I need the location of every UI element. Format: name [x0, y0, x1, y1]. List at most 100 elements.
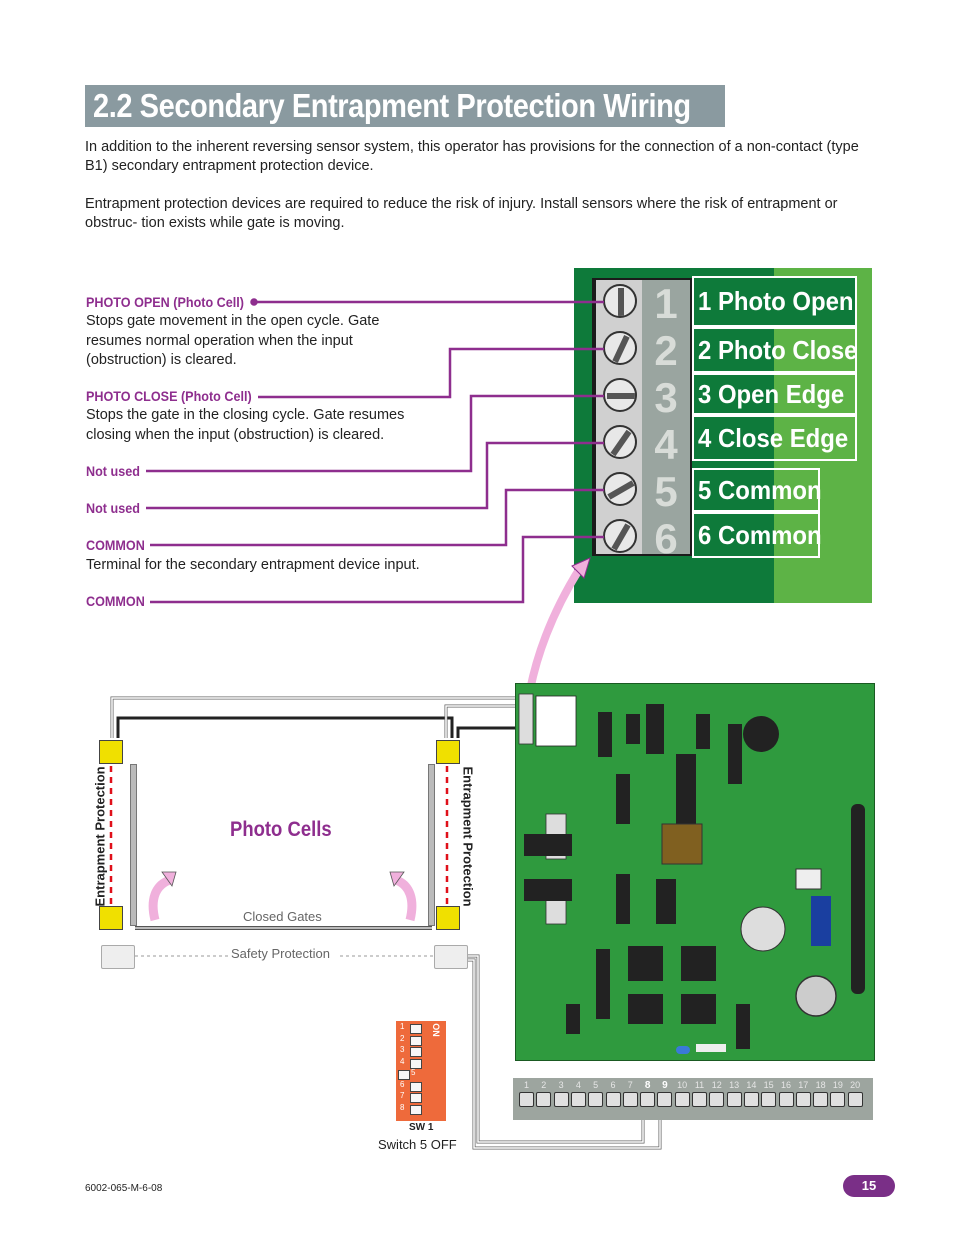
terminal-screw-strip [596, 280, 642, 554]
callout-photo-open-title: PHOTO OPEN (Photo Cell) [86, 294, 244, 310]
terminal-number-1: 1 [654, 280, 678, 327]
strip-terminal-11 [692, 1092, 707, 1107]
strip-number-4: 4 [575, 1080, 581, 1090]
document-code: 6002-065-M-6-08 [85, 1183, 163, 1194]
strip-terminal-18 [813, 1092, 829, 1107]
strip-number-3: 3 [558, 1080, 564, 1090]
terminal-number-3: 3 [654, 374, 678, 421]
strip-terminal-3 [553, 1092, 569, 1107]
dip-switch-key-4 [410, 1058, 422, 1069]
terminal-label-3: 3 Open Edge [692, 373, 857, 415]
callout-common-5-desc: Terminal for the secondary entrapment de… [86, 557, 420, 573]
strip-number-14: 14 [746, 1080, 757, 1090]
safety-sensor-right [434, 945, 468, 969]
strip-terminal-7 [622, 1092, 638, 1107]
photo-cell-left-bottom [99, 906, 123, 930]
callout-not-used-4: Not used [86, 500, 140, 516]
strip-number-10: 10 [677, 1080, 688, 1090]
strip-terminal-16 [778, 1092, 794, 1107]
safety-protection-label: Safety Protection [231, 946, 330, 961]
callout-common-5-title: COMMON [86, 537, 145, 553]
dip-switch-number-7: 7 [400, 1091, 405, 1100]
entrapment-protection-label-right: Entrapment Protection [460, 766, 476, 907]
strip-number-7: 7 [627, 1080, 633, 1090]
switch-note: Switch 5 OFF [378, 1137, 457, 1152]
terminal-screw-6-icon [603, 519, 637, 553]
terminal-label-5: 5 Common [692, 468, 822, 512]
dip-switch-key-1 [410, 1024, 422, 1034]
terminal-number-5: 5 [654, 468, 678, 515]
strip-terminal-14 [743, 1092, 759, 1107]
intro-paragraph-1: In addition to the inherent reversing se… [85, 139, 859, 174]
strip-number-18: 18 [815, 1080, 826, 1090]
strip-number-11: 11 [694, 1080, 705, 1090]
callout-photo-close-desc: Stops the gate in the closing cycle. Gat… [86, 407, 405, 443]
strip-terminal-9 [657, 1092, 673, 1107]
terminal-label-1: 1 Photo Open [692, 276, 857, 327]
strip-number-5: 5 [593, 1080, 599, 1090]
photo-cells-label: Photo Cells [230, 818, 332, 841]
strip-number-17: 17 [798, 1080, 809, 1090]
strip-terminal-12 [709, 1092, 725, 1107]
strip-number-12: 12 [711, 1080, 722, 1090]
strip-number-19: 19 [832, 1080, 843, 1090]
strip-number-6: 6 [610, 1080, 616, 1090]
page-number: 15 [843, 1175, 895, 1197]
dip-switch-key-6 [410, 1081, 422, 1092]
strip-terminal-13 [726, 1092, 742, 1107]
dip-switch-key-5 [398, 1070, 410, 1080]
strip-terminal-20 [847, 1092, 863, 1107]
strip-number-15: 15 [763, 1080, 774, 1090]
strip-number-2: 2 [541, 1080, 547, 1090]
strip-terminal-10 [674, 1092, 690, 1107]
photo-cell-right-bottom [436, 906, 460, 930]
terminal-number-6: 6 [654, 515, 678, 562]
entrapment-protection-label-left: Entrapment Protection [92, 766, 108, 907]
terminal-label-6: 6 Common [692, 512, 822, 558]
strip-terminal-8 [640, 1092, 656, 1107]
callout-photo-close-title: PHOTO CLOSE (Photo Cell) [86, 388, 252, 404]
strip-terminal-17 [795, 1092, 811, 1107]
dip-switch-number-4: 4 [400, 1056, 405, 1066]
strip-terminal-19 [830, 1092, 846, 1107]
callout-not-used-3: Not used [86, 463, 140, 479]
strip-number-1: 1 [523, 1080, 529, 1090]
section-title-banner: 2.2 Secondary Entrapment Protection Wiri… [85, 85, 725, 127]
intro-paragraph-2: Entrapment protection devices are requir… [85, 196, 838, 231]
dip-switch-number-6: 6 [400, 1079, 405, 1089]
safety-sensor-left [101, 945, 135, 969]
strip-terminal-2 [536, 1092, 552, 1107]
strip-terminal-1 [519, 1092, 534, 1107]
callout-photo-open-desc: Stops gate movement in the open cycle. G… [86, 313, 380, 368]
sw1-label: SW 1 [409, 1122, 434, 1133]
strip-terminal-15 [761, 1092, 777, 1107]
dip-switch-number-1: 1 [400, 1022, 405, 1031]
strip-number-8: 8 [644, 1080, 651, 1091]
dip-switch-key-2 [410, 1035, 422, 1046]
terminal-number-2: 2 [654, 327, 678, 374]
strip-number-20: 20 [850, 1080, 861, 1090]
dip-switch-number-3: 3 [400, 1045, 405, 1054]
strip-number-9: 9 [662, 1080, 668, 1091]
dip-switch-number-5: 5 [411, 1068, 416, 1077]
gate-post-right [428, 764, 435, 926]
dip-switch-number-2: 2 [400, 1033, 405, 1043]
terminal-label-4: 4 Close Edge [692, 415, 857, 461]
gate-post-left [130, 764, 137, 926]
control-board [515, 683, 875, 1061]
strip-terminal-6 [605, 1092, 621, 1107]
dip-switch-key-3 [410, 1047, 422, 1057]
terminal-label-2: 2 Photo Close [692, 327, 857, 373]
terminal-number-4: 4 [654, 421, 678, 468]
dip-switch-key-8 [410, 1104, 422, 1115]
dip-switch-key-7 [410, 1093, 422, 1103]
dip-switch-number-8: 8 [400, 1102, 405, 1112]
section-title: 2.2 Secondary Entrapment Protection Wiri… [93, 87, 691, 124]
dip-on-label: ON [430, 1023, 441, 1037]
callout-common-6-title: COMMON [86, 593, 145, 609]
photo-cell-left-top [99, 740, 123, 764]
strip-number-13: 13 [729, 1080, 740, 1090]
strip-number-16: 16 [780, 1080, 791, 1090]
strip-terminal-5 [588, 1092, 604, 1107]
